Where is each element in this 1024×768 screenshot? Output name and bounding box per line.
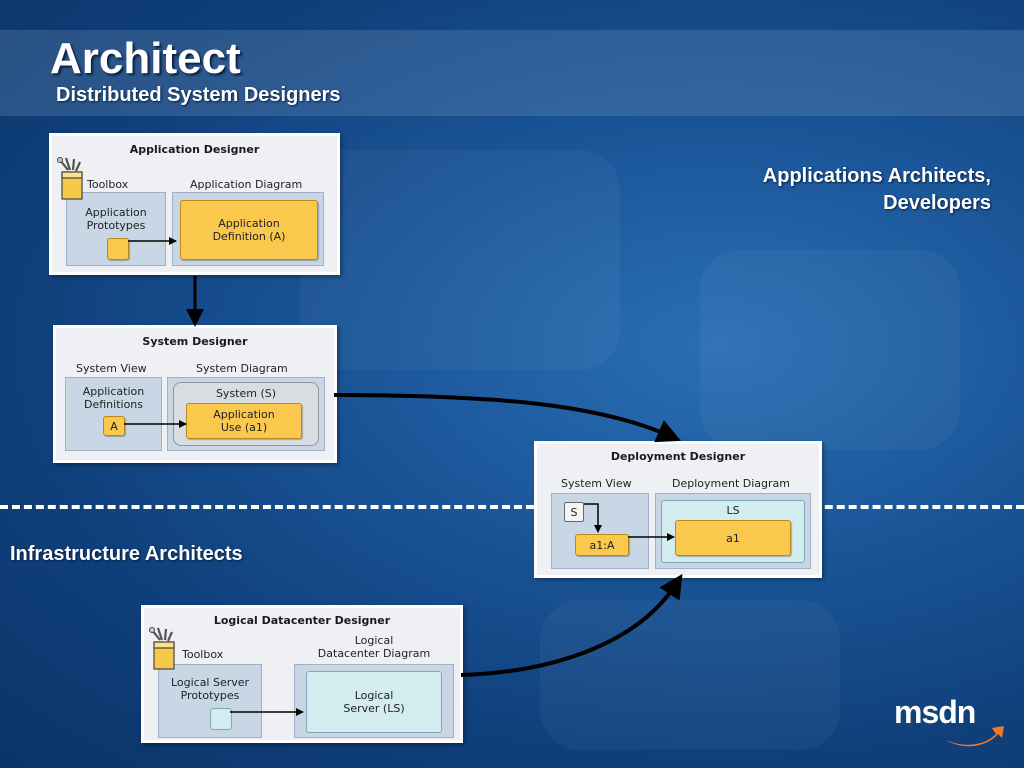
role-divider-line [0,505,1024,509]
role-app-architects-line2: Developers [883,192,991,214]
logical-server-line2: Server (LS) [343,702,405,715]
application-definition-box[interactable]: Application Definition (A) [180,200,318,260]
msdn-logo-swoosh-icon [946,726,1004,747]
application-definitions-line1: Application [82,385,145,398]
logical-server-line1: Logical [354,689,394,702]
arrow-system-to-deployment [333,393,681,443]
page-subtitle: Distributed System Designers [56,84,341,106]
ls-label: LS [726,504,740,517]
datacenter-diagram-line1: Logical [354,634,394,647]
system-s-item[interactable]: S [564,502,584,522]
application-prototype-item[interactable] [107,238,129,260]
logical-server-prototypes-line1: Logical Server [170,676,250,689]
application-definitions-label: Application Definitions [65,385,162,411]
logical-datacenter-designer-title: Logical Datacenter Designer [213,614,391,627]
role-app-architects: Applications Architects, Developers [763,163,991,217]
a1-deployed-box[interactable]: a1 [675,520,791,556]
application-prototypes-line2: Prototypes [86,219,146,232]
deployment-system-view-label: System View [561,477,632,490]
system-diagram-label: System Diagram [196,362,288,375]
application-prototypes-label: Application Prototypes [66,206,166,232]
application-diagram-label: Application Diagram [190,178,303,191]
application-prototypes-line1: Application [85,206,147,219]
system-s-label: System (S) [215,387,277,400]
a1-a-item[interactable]: a1:A [575,534,629,556]
application-toolbox-label: Toolbox [87,178,129,191]
deployment-designer-title: Deployment Designer [610,450,746,463]
logical-server-prototypes-label: Logical Server Prototypes [158,676,262,702]
toolbox-icon [57,157,83,200]
application-use-line2: Use (a1) [220,421,268,434]
application-definition-line2: Definition (A) [212,230,286,243]
application-use-box[interactable]: Application Use (a1) [186,403,302,439]
role-app-architects-line1: Applications Architects, [762,165,991,187]
deployment-diagram-label: Deployment Diagram [672,477,791,490]
role-infrastructure: Infrastructure Architects [10,543,243,565]
msdn-logo: msdn [894,694,976,731]
background-shape [300,150,620,370]
system-view-area [65,377,162,451]
application-use-line1: Application [213,408,275,421]
datacenter-diagram-line2: Datacenter Diagram [317,647,431,660]
system-view-label: System View [76,362,147,375]
deployment-designer-panel: Deployment Designer System View Deployme… [534,441,822,578]
application-definition-line1: Application [218,217,280,230]
datacenter-toolbox-label: Toolbox [182,648,224,661]
application-designer-title: Application Designer [129,143,260,156]
toolbox-icon [149,627,175,670]
application-designer-panel: Application Designer Toolbox Application… [49,133,340,275]
application-definitions-line2: Definitions [84,398,143,411]
datacenter-diagram-label: Logical Datacenter Diagram [294,634,454,660]
background-shape [540,600,840,750]
msdn-logo-text: msdn [894,694,976,730]
title-band [0,30,1024,116]
logical-server-prototypes-line2: Prototypes [180,689,240,702]
page-title: Architect [50,34,241,83]
datacenter-toolbox-area [158,664,262,738]
logical-server-prototype-item[interactable] [210,708,232,730]
logical-server-box[interactable]: Logical Server (LS) [306,671,442,733]
background-shape [700,250,960,450]
application-definition-item-a[interactable]: A [103,416,125,436]
system-designer-panel: System Designer System View System Diagr… [53,325,337,463]
logical-datacenter-designer-panel: Logical Datacenter Designer Toolbox Logi… [141,605,463,743]
system-designer-title: System Designer [142,335,248,348]
